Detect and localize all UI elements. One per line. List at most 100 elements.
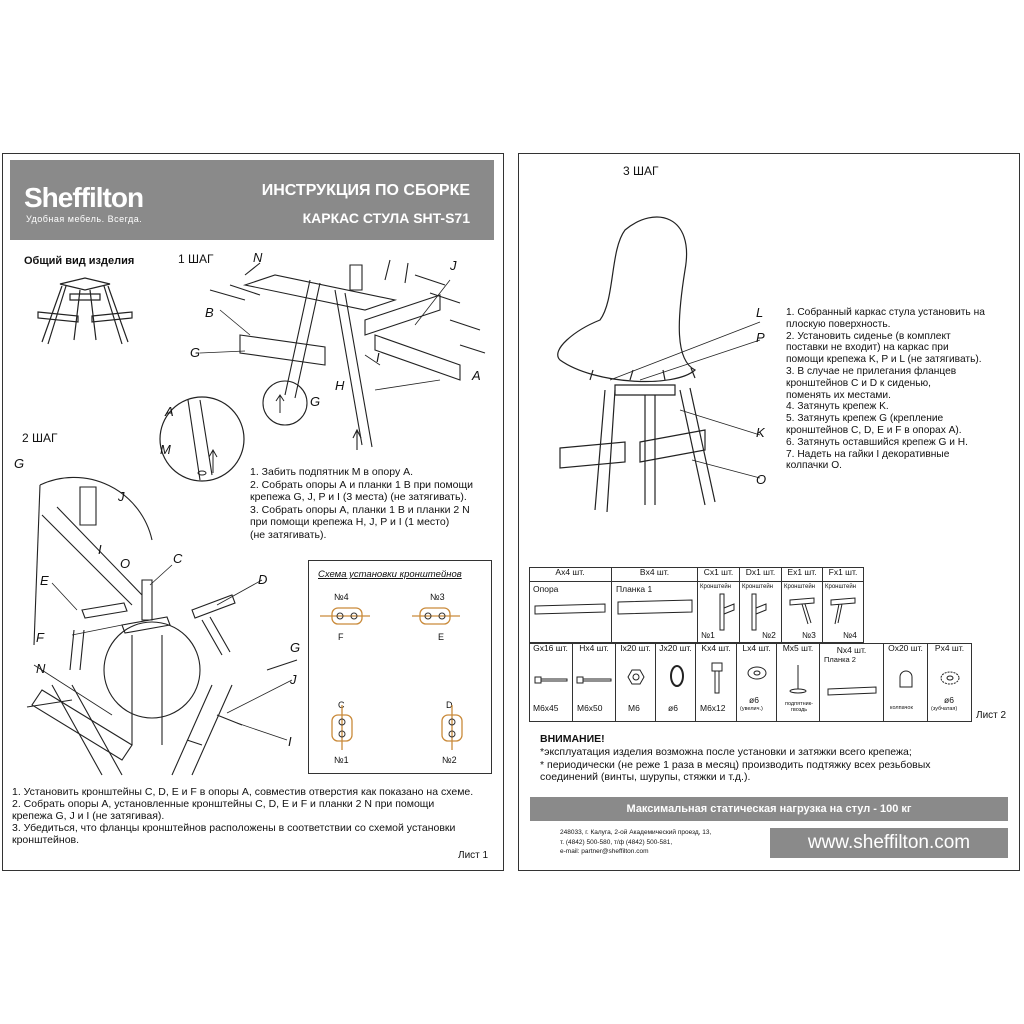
label-i: I bbox=[376, 350, 380, 365]
part-b-name: Планка 1 bbox=[616, 584, 653, 594]
label-o: O bbox=[756, 472, 767, 487]
label-n-s2: N bbox=[36, 661, 46, 676]
company-address: 248033, г. Калуга, 2-ой Академический пр… bbox=[560, 829, 712, 855]
label-f-s2: F bbox=[36, 630, 44, 645]
part-o-cap-icon bbox=[899, 670, 913, 688]
label-b: B bbox=[205, 305, 214, 320]
sheet2-number: Лист 2 bbox=[976, 710, 1007, 721]
label-j-s2: J bbox=[118, 489, 125, 504]
sheet-2 bbox=[518, 153, 1020, 871]
part-g-cell: Gx16 шт. M6x45 bbox=[529, 643, 573, 722]
step1-instructions: 1. Забить подпятник М в опору А. 2. Собр… bbox=[250, 466, 474, 541]
part-h-head: Hx4 шт. bbox=[579, 643, 609, 653]
label-k: K bbox=[756, 425, 765, 440]
part-b-head: Bx4 шт. bbox=[612, 567, 698, 582]
label-p: P bbox=[756, 330, 765, 345]
part-i-nut-icon bbox=[627, 669, 645, 685]
step1-drawing bbox=[199, 259, 486, 450]
step2-instructions: 1. Установить кронштейны C, D, E и F в о… bbox=[12, 786, 474, 846]
label-i2-s2: I bbox=[288, 734, 292, 749]
part-p-cell: Px4 шт. ø6 (зубчатая) bbox=[928, 643, 972, 722]
part-f-head: Fx1 шт. bbox=[823, 567, 864, 582]
label-c-s2: C bbox=[173, 551, 183, 566]
part-p-washer-icon bbox=[940, 671, 960, 685]
part-h-bolt-icon bbox=[576, 676, 612, 684]
part-a-name: Опора bbox=[533, 584, 559, 594]
overview-frame-drawing bbox=[37, 277, 133, 345]
label-g2: G bbox=[310, 394, 321, 409]
part-l-cell: Lx4 шт. ø6 (увелич.) bbox=[737, 643, 777, 722]
part-n-head: Nx4 шт. bbox=[836, 645, 867, 655]
part-k-cell: Kx4 шт. M6x12 bbox=[696, 643, 737, 722]
part-k-size: M6x12 bbox=[700, 703, 726, 713]
scheme-c: C bbox=[338, 700, 345, 710]
part-i-head: Ix20 шт. bbox=[620, 643, 651, 653]
part-b-cell: Планка 1 bbox=[612, 582, 698, 643]
part-l-note: (увелич.) bbox=[740, 706, 763, 712]
part-e-cell: Кронштейн №3 bbox=[782, 582, 823, 643]
part-j-washer-icon bbox=[670, 665, 684, 687]
step1-zoom-circle bbox=[159, 396, 245, 482]
sheet1-number: Лист 1 bbox=[458, 850, 489, 861]
part-c-cell: Кронштейн №1 bbox=[698, 582, 740, 643]
step2-label: 2 ШАГ bbox=[22, 431, 58, 445]
part-o-head: Ox20 шт. bbox=[888, 643, 923, 653]
part-f-name: Кронштейн bbox=[825, 584, 856, 590]
label-l: L bbox=[756, 305, 764, 320]
part-j-head: Jx20 шт. bbox=[659, 643, 692, 653]
part-l-head: Lx4 шт. bbox=[742, 643, 771, 653]
website-link[interactable]: www.sheffilton.com bbox=[770, 828, 1008, 858]
part-c-head: Cx1 шт. bbox=[698, 567, 740, 582]
part-f-drawing bbox=[830, 597, 856, 625]
step2-drawing bbox=[26, 476, 298, 776]
part-e-head: Ex1 шт. bbox=[782, 567, 823, 582]
part-n-cell: Nx4 шт. Планка 2 bbox=[820, 643, 884, 722]
part-m-note: подпятник-гвоздь bbox=[785, 701, 813, 713]
part-p-size: ø6 bbox=[944, 695, 954, 705]
scheme-brackets bbox=[320, 607, 463, 750]
part-c-name: Кронштейн bbox=[700, 584, 731, 590]
part-h-cell: Hx4 шт. M6x50 bbox=[573, 643, 616, 722]
part-d-drawing bbox=[751, 593, 767, 631]
label-h: H bbox=[335, 378, 345, 393]
part-j-size: ø6 bbox=[668, 703, 678, 713]
part-k-screw-icon bbox=[711, 662, 723, 694]
step1-label: 1 ШАГ bbox=[178, 252, 214, 266]
scheme-title: Схема установки кронштейнов bbox=[318, 569, 462, 580]
part-g-head: Gx16 шт. bbox=[533, 643, 568, 653]
label-a: A bbox=[472, 368, 481, 383]
part-o-note: колпачок bbox=[890, 705, 913, 711]
doc-subtitle: КАРКАС СТУЛА SHT-S71 bbox=[302, 210, 470, 226]
label-e-s2: E bbox=[40, 573, 49, 588]
scheme-no4: №4 bbox=[334, 592, 349, 602]
label-n: N bbox=[253, 250, 263, 265]
part-a-drawing bbox=[534, 603, 606, 615]
part-m-cell: Mx5 шт. подпятник-гвоздь bbox=[777, 643, 820, 722]
label-m: M bbox=[160, 442, 171, 457]
scheme-f: F bbox=[338, 632, 344, 642]
part-o-cell: Ox20 шт. колпачок bbox=[884, 643, 928, 722]
part-d-name: Кронштейн bbox=[742, 584, 773, 590]
part-h-size: M6x50 bbox=[577, 703, 603, 713]
step3-instructions: 1. Собранный каркас стула установить на … bbox=[786, 307, 985, 472]
part-c-drawing bbox=[719, 593, 735, 631]
overview-label: Общий вид изделия bbox=[24, 255, 135, 267]
scheme-d: D bbox=[446, 700, 453, 710]
part-d-num: №2 bbox=[762, 630, 776, 640]
step3-leaders bbox=[609, 321, 761, 479]
label-j2-s2: J bbox=[290, 672, 297, 687]
part-f-num: №4 bbox=[843, 630, 857, 640]
label-o-s2: O bbox=[120, 556, 131, 571]
part-d-cell: Кронштейн №2 bbox=[740, 582, 782, 643]
label-j: J bbox=[450, 258, 457, 273]
label-i-s2: I bbox=[98, 542, 102, 557]
part-m-nail-icon bbox=[789, 665, 807, 694]
scheme-e: E bbox=[438, 632, 445, 642]
label-g: G bbox=[190, 345, 201, 360]
scheme-no1: №1 bbox=[334, 755, 349, 765]
part-n-name: Планка 2 bbox=[824, 655, 856, 664]
doc-title: ИНСТРУКЦИЯ ПО СБОРКЕ bbox=[261, 182, 470, 199]
step3-label: 3 ШАГ bbox=[623, 164, 659, 178]
part-a-head: Ax4 шт. bbox=[529, 567, 612, 582]
part-d-head: Dx1 шт. bbox=[740, 567, 782, 582]
